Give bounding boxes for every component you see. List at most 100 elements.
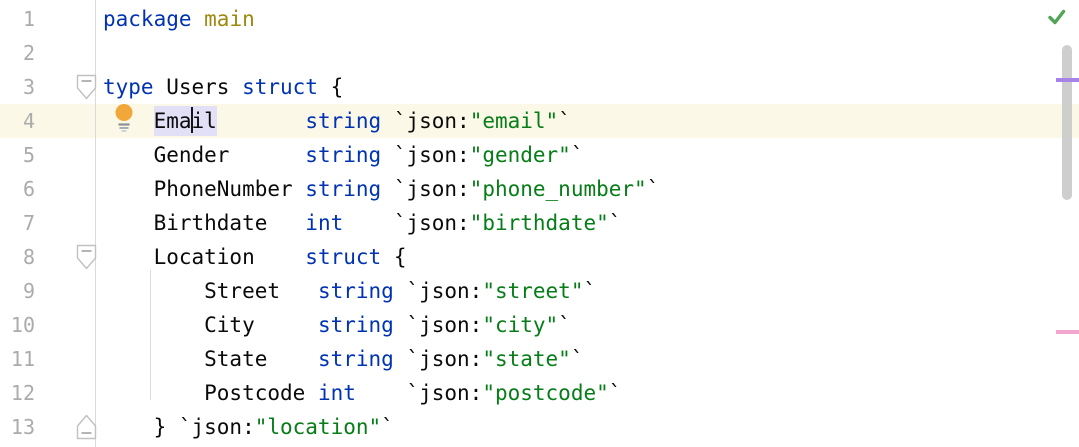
code-token: string [305, 177, 382, 201]
fold-collapse-start-icon[interactable] [76, 243, 97, 271]
code-token: struct [305, 245, 394, 269]
code-line-12[interactable]: Postcode int `json:"postcode"` [103, 376, 621, 410]
code-line-7[interactable]: Birthdate int `json:"birthdate"` [103, 206, 622, 240]
inspections-ok-check-icon[interactable] [1046, 6, 1068, 28]
code-token: { [393, 245, 407, 269]
code-token: ` [570, 143, 584, 167]
code-line-8[interactable]: Location struct { [103, 240, 407, 274]
code-token: "email" [469, 109, 559, 133]
code-token: `json: [393, 177, 470, 201]
code-token [381, 109, 394, 133]
line-number[interactable]: 2 [22, 41, 35, 65]
code-token [394, 347, 407, 371]
code-token: Birthdate [103, 211, 306, 235]
line-number[interactable]: 8 [22, 245, 35, 269]
code-token [381, 177, 394, 201]
code-token: string [317, 279, 394, 303]
code-token: string [317, 313, 394, 337]
code-line-13[interactable]: } `json:"location"` [103, 410, 394, 444]
line-number[interactable]: 4 [22, 109, 35, 133]
code-token: `json: [178, 415, 255, 439]
code-token: ` [608, 211, 622, 235]
code-token: Location [103, 245, 306, 269]
code-token: `json: [393, 143, 470, 167]
line-number[interactable]: 9 [22, 279, 35, 303]
code-token: "location" [254, 415, 382, 439]
code-token: type [103, 75, 167, 99]
code-token: string [305, 143, 382, 167]
code-line-1[interactable]: package main [103, 2, 255, 36]
code-token: ` [583, 279, 597, 303]
line-number[interactable]: 5 [22, 143, 35, 167]
code-token: Postcode [103, 381, 318, 405]
code-token: State [103, 347, 318, 371]
code-token: ` [381, 415, 394, 439]
indent-guide [150, 270, 151, 400]
code-token: Gender [103, 143, 306, 167]
code-token: ` [558, 313, 571, 337]
code-token [217, 109, 306, 133]
code-line-3[interactable]: type Users struct { [103, 70, 343, 104]
code-line-9[interactable]: Street string `json:"street"` [103, 274, 596, 308]
code-token: ` [646, 177, 660, 201]
code-token: Street [103, 279, 318, 303]
gutter-separator [95, 0, 96, 447]
check-icon [1048, 9, 1066, 25]
line-number[interactable]: 1 [22, 7, 35, 31]
code-token: ` [558, 109, 571, 133]
code-token: "gender" [469, 143, 571, 167]
code-token: string [305, 109, 382, 133]
code-token [343, 211, 394, 235]
code-token: `json: [393, 109, 470, 133]
text-caret [190, 107, 193, 133]
code-token: "state" [482, 347, 571, 371]
code-token: struct [242, 75, 331, 99]
vertical-scrollbar-thumb[interactable] [1062, 45, 1072, 200]
code-token: City [103, 313, 318, 337]
code-token: main [204, 7, 255, 31]
warning-mark[interactable] [1056, 330, 1079, 334]
code-token: int [317, 381, 356, 405]
fold-collapse-end-icon[interactable] [76, 413, 97, 441]
highlighted-identifier: il [191, 109, 217, 133]
line-number[interactable]: 3 [22, 75, 35, 99]
line-number[interactable]: 12 [10, 381, 35, 405]
code-token: "phone_number" [469, 177, 647, 201]
code-token: `json: [406, 381, 483, 405]
code-line-4[interactable]: Email string `json:"email"` [103, 104, 571, 138]
code-line-11[interactable]: State string `json:"state"` [103, 342, 583, 376]
code-token: `json: [406, 313, 483, 337]
intention-lightbulb-icon[interactable] [113, 102, 135, 134]
code-token: string [317, 347, 394, 371]
code-token [394, 313, 407, 337]
code-line-6[interactable]: PhoneNumber string `json:"phone_number"` [103, 172, 660, 206]
code-token: Users [166, 75, 243, 99]
code-token: int [305, 211, 344, 235]
code-line-5[interactable]: Gender string `json:"gender"` [103, 138, 584, 172]
line-number[interactable]: 6 [22, 177, 35, 201]
code-token: ` [570, 347, 584, 371]
code-token: "postcode" [482, 381, 609, 405]
line-number[interactable]: 11 [10, 347, 35, 371]
code-token: { [330, 75, 344, 99]
code-token: "street" [482, 279, 584, 303]
line-number[interactable]: 13 [10, 415, 35, 439]
highlighted-identifier: Ema [153, 109, 192, 133]
caret-position-mark[interactable] [1056, 78, 1079, 82]
line-number[interactable]: 10 [10, 313, 35, 337]
code-token [356, 381, 407, 405]
code-token [394, 279, 407, 303]
code-token: } [103, 415, 179, 439]
code-token: `json: [406, 347, 483, 371]
code-token: `json: [406, 279, 483, 303]
code-token: "city" [482, 313, 559, 337]
line-number[interactable]: 7 [22, 211, 35, 235]
code-token: ` [608, 381, 622, 405]
code-token: "birthdate" [469, 211, 609, 235]
fold-collapse-start-icon[interactable] [76, 73, 97, 101]
code-token: PhoneNumber [103, 177, 306, 201]
code-token: package [103, 7, 205, 31]
code-line-10[interactable]: City string `json:"city"` [103, 308, 571, 342]
